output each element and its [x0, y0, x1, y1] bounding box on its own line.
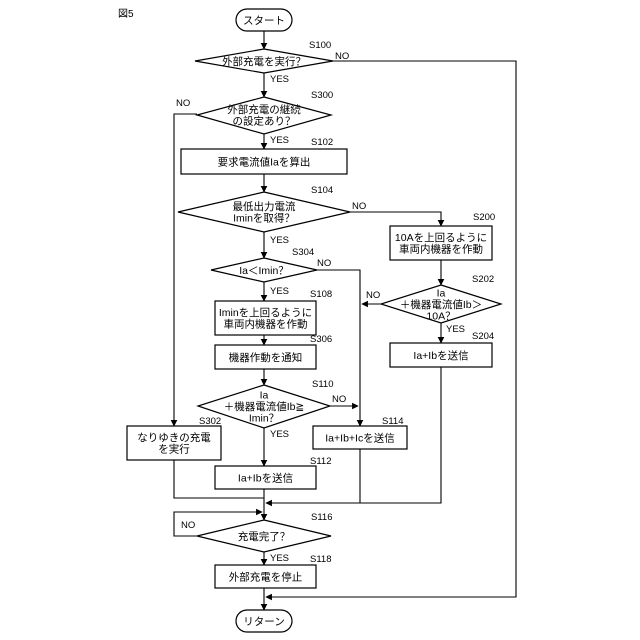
step-text-line: 充電完了？ [238, 530, 291, 543]
yes-label-s104: YES [270, 235, 289, 246]
step-id-s304: S304 [292, 247, 314, 258]
step-text-line: 車両内機器を作動 [224, 318, 308, 331]
yes-label-s202: YES [446, 324, 465, 335]
step-text-line: 要求電流値Iaを算出 [218, 155, 311, 168]
step-id-s204: S204 [472, 331, 494, 342]
s116-text: 充電完了？ [238, 530, 291, 543]
s200-text: 10Aを上回るように車両内機器を作動 [395, 232, 487, 256]
step-text-line: の設定あり？ [233, 115, 296, 128]
step-id-s118: S118 [310, 554, 331, 565]
step-text-line: Ia＜Imin？ [239, 265, 289, 277]
step-id-s108: S108 [310, 289, 332, 300]
step-text-line: Ia+Ibを送信 [238, 471, 293, 484]
step-id-s110: S110 [312, 379, 333, 390]
figure-label: 図5 [118, 8, 134, 20]
start-label: スタート [243, 15, 285, 27]
s112-text: Ia+Ibを送信 [238, 471, 293, 484]
no-label-s304: NO [317, 258, 331, 269]
step-id-s306: S306 [310, 334, 332, 345]
step-text-line: なりゆきの充電 [137, 431, 211, 444]
s114-text: Ia+Ib+Icを送信 [325, 431, 394, 444]
return-label: リターン [243, 616, 284, 628]
yes-label-s110: YES [270, 429, 289, 440]
step-id-s104: S104 [311, 185, 333, 196]
s204-text: Ia+Ibを送信 [413, 349, 468, 362]
s100-text: 外部充電を実行？ [222, 55, 306, 68]
step-text-line: Ia+Ibを送信 [413, 349, 468, 362]
yes-label-s300: YES [270, 135, 289, 146]
s118-text: 外部充電を停止 [229, 570, 303, 583]
s202-text: Ia＋機器電流値Ib＞10A？ [400, 287, 482, 322]
step-text-line: 最低出力電流 [233, 200, 296, 213]
step-id-s114: S114 [382, 416, 403, 427]
step-id-s116: S116 [311, 512, 332, 523]
step-text-line: 10Aを上回るように [395, 232, 487, 244]
s102-text: 要求電流値Iaを算出 [218, 155, 311, 168]
step-text-line: Iminを上回るように [219, 307, 312, 319]
s300-text: 外部充電の継続の設定あり？ [227, 103, 301, 128]
step-text-line: 機器作動を通知 [229, 351, 303, 364]
no-label-s110: NO [332, 394, 346, 405]
step-text-line: を実行 [158, 443, 190, 456]
s304-text: Ia＜Imin？ [239, 265, 289, 277]
step-text-line: 10A？ [426, 310, 455, 322]
step-text-line: 外部充電を実行？ [222, 55, 306, 68]
no-label-s104: NO [352, 201, 366, 212]
s306-text: 機器作動を通知 [229, 351, 303, 364]
yes-label-s100: YES [270, 74, 289, 85]
step-text-line: 外部充電を停止 [229, 570, 303, 583]
step-text-line: Ia [260, 389, 269, 401]
s108-text: Iminを上回るように車両内機器を作動 [219, 307, 312, 331]
step-text-line: 外部充電の継続 [227, 103, 301, 116]
no-label-s100: NO [335, 51, 349, 62]
yes-label-s116: YES [270, 553, 289, 564]
step-text-line: Ia [437, 287, 446, 299]
step-id-s300: S300 [311, 90, 333, 101]
step-id-s302: S302 [199, 416, 221, 427]
step-text-line: Imin？ [249, 412, 279, 424]
step-id-s100: S100 [309, 40, 331, 51]
step-text-line: 車両内機器を作動 [399, 243, 483, 256]
yes-label-s304: YES [270, 286, 289, 297]
step-text-line: ＋機器電流値Ib＞ [400, 298, 482, 311]
step-id-s112: S112 [310, 456, 331, 467]
step-text-line: Iminを取得？ [233, 213, 295, 225]
step-id-s202: S202 [472, 274, 494, 285]
s104-text: 最低出力電流Iminを取得？ [233, 200, 296, 225]
step-id-s102: S102 [311, 137, 333, 148]
no-label-s116: NO [181, 520, 195, 531]
step-id-s200: S200 [473, 212, 495, 223]
step-text-line: ＋機器電流値Ib≧ [224, 400, 305, 413]
no-label-s202: NO [366, 290, 380, 301]
no-label-s300: NO [176, 98, 190, 109]
step-text-line: Ia+Ib+Icを送信 [325, 431, 394, 444]
